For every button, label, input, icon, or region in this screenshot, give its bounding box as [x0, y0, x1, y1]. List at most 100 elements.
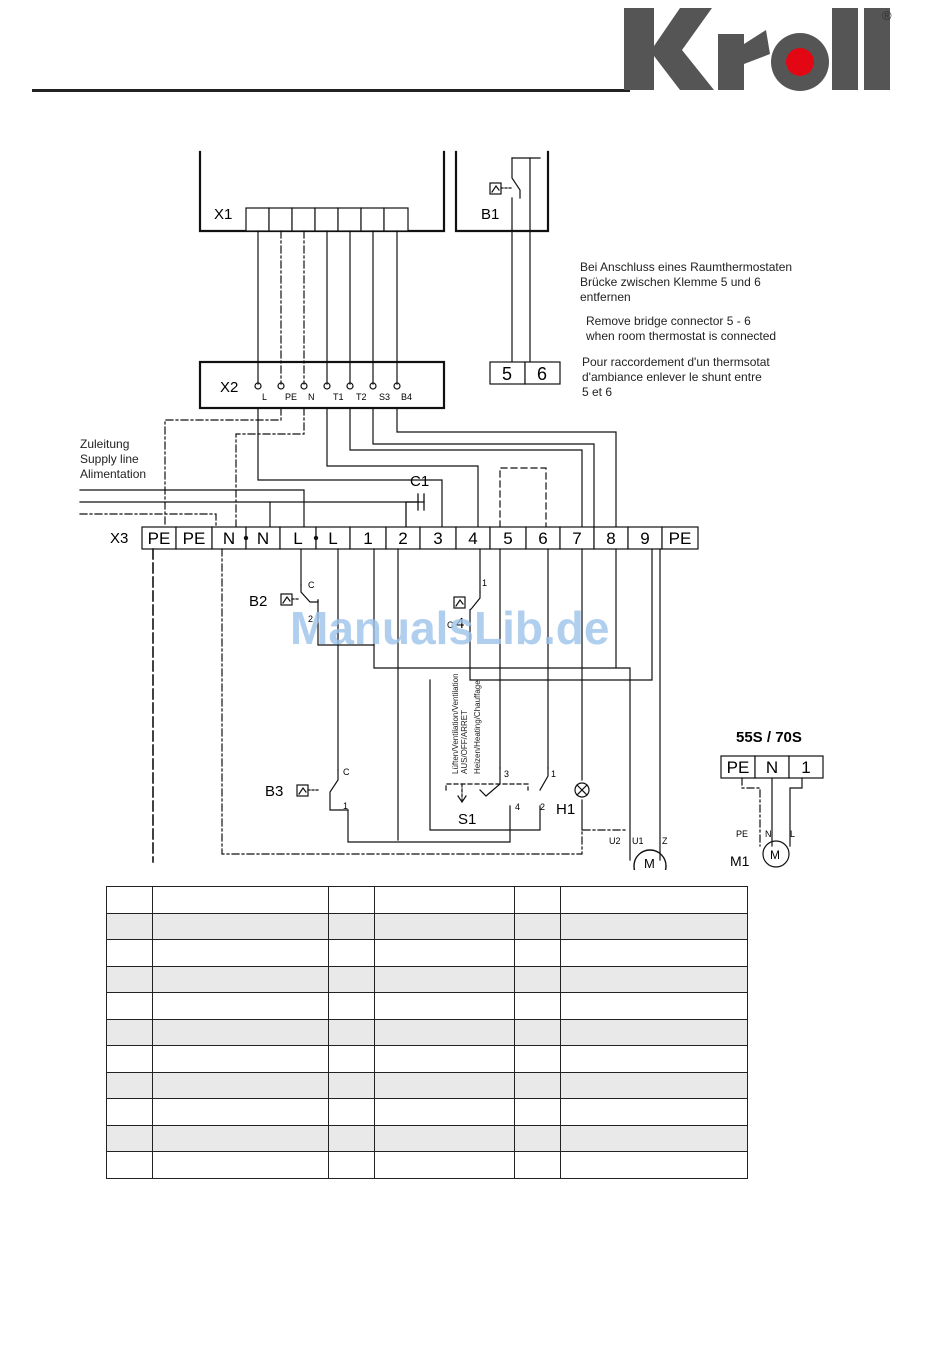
svg-text:Heizen/Heating/Chauffage: Heizen/Heating/Chauffage: [473, 680, 482, 774]
svg-text:Lüften/Ventilation/Ventilation: Lüften/Ventilation/Ventilation: [451, 673, 460, 774]
svg-text:1: 1: [363, 529, 372, 548]
svg-text:B4: B4: [401, 392, 412, 402]
x2-pin-labels: L PE N T1 T2 S3 B4: [262, 392, 412, 402]
legend-cell: [514, 1071, 561, 1099]
b4-thermostat: [453, 591, 481, 611]
legend-cell: [560, 1071, 748, 1099]
note-de-2: Brücke zwischen Klemme 5 und 6: [580, 275, 761, 289]
svg-text:N: N: [257, 529, 269, 548]
svg-text:U1: U1: [632, 836, 644, 846]
legend-cell: [514, 1018, 561, 1046]
legend-cell: [374, 1045, 515, 1073]
legend-cell: [514, 886, 561, 914]
logo-letters: [624, 8, 890, 91]
legend-cell: [152, 1071, 329, 1099]
kroll-logo: ®: [624, 8, 892, 91]
legend-cell: [374, 912, 515, 940]
legend-cell: [328, 1098, 375, 1126]
x1-x2-wires: [257, 230, 398, 385]
legend-cell: [560, 886, 748, 914]
legend-cell: [374, 1151, 515, 1179]
svg-text:AUS/OFF/ARRET: AUS/OFF/ARRET: [460, 710, 469, 774]
legend-cell: [152, 992, 329, 1020]
model-title: 55S / 70S: [736, 729, 802, 746]
note-en-1: Remove bridge connector 5 - 6: [586, 314, 751, 328]
bridge-note: Bei Anschluss eines Raumthermostaten Brü…: [580, 260, 792, 399]
legend-cell: [106, 1071, 153, 1099]
model-wires: [741, 777, 803, 868]
legend-row: [106, 1018, 748, 1046]
b1-leads: [511, 157, 541, 363]
legend-cell: [106, 1098, 153, 1126]
legend-cell: [374, 992, 515, 1020]
legend-cell: [106, 886, 153, 914]
svg-text:4: 4: [515, 802, 520, 812]
legend-row: [106, 1071, 748, 1099]
legend-row: [106, 1151, 748, 1179]
model-terminal-labels: PE N 1: [727, 758, 811, 777]
svg-text:N: N: [765, 829, 772, 839]
b2-label: B2: [249, 593, 267, 610]
legend-cell: [328, 886, 375, 914]
legend-cell: [514, 965, 561, 993]
legend-cell: [514, 1124, 561, 1152]
legend-cell: [152, 886, 329, 914]
legend-cell: [328, 992, 375, 1020]
legend-cell: [328, 965, 375, 993]
svg-text:N: N: [308, 392, 315, 402]
legend-row: [106, 1045, 748, 1073]
svg-text:PE: PE: [148, 529, 171, 548]
svg-text:L: L: [328, 529, 337, 548]
legend-cell: [328, 939, 375, 967]
legend-cell: [106, 939, 153, 967]
x2-housing: [198, 360, 446, 410]
x3-terminal-strip: [141, 526, 699, 550]
legend-cell: [328, 1071, 375, 1099]
svg-text:N: N: [223, 529, 235, 548]
wiring-diagram: X1 B1 5 6 Bei Anschluss eines Raumthermo…: [79, 150, 824, 870]
legend-cell: [374, 965, 515, 993]
svg-text:PE: PE: [183, 529, 206, 548]
note-fr-1: Pour raccordement d'un thermsotat: [582, 355, 770, 369]
legend-cell: [374, 1098, 515, 1126]
legend-cell: [152, 912, 329, 940]
legend-cell: [560, 1098, 748, 1126]
legend-table: [106, 886, 748, 1179]
svg-text:1: 1: [801, 758, 810, 777]
motor-terminals: U2 U1 Z: [609, 836, 668, 846]
c1-capacitor: [269, 493, 425, 528]
svg-text:N: N: [766, 758, 778, 777]
svg-text:Z: Z: [662, 836, 668, 846]
legend-cell: [374, 1071, 515, 1099]
registered-mark: ®: [882, 8, 892, 23]
s1-rotated-labels: Lüften/Ventilation/Ventilation AUS/OFF/A…: [451, 673, 482, 774]
svg-text:PE: PE: [736, 829, 748, 839]
logo-red-dot: [786, 48, 814, 76]
neutral-return: [221, 548, 629, 855]
x2-pin-circles: [254, 382, 401, 390]
b4-label: 4: [456, 615, 464, 632]
b2-contact-2: 2: [308, 614, 313, 624]
watermark: ManualsLib.de: [290, 602, 609, 654]
legend-cell: [152, 1151, 329, 1179]
legend-cell: [514, 1045, 561, 1073]
legend-cell: [328, 1018, 375, 1046]
h1-label: H1: [556, 801, 575, 818]
svg-text:PE: PE: [727, 758, 750, 777]
legend-cell: [106, 1124, 153, 1152]
x1-terminal-strip: [245, 207, 409, 232]
x2-x3-wires: [164, 407, 617, 528]
svg-text:T1: T1: [333, 392, 344, 402]
svg-text:Zuleitung: Zuleitung: [80, 437, 129, 451]
svg-text:2: 2: [398, 529, 407, 548]
legend-cell: [152, 1045, 329, 1073]
legend-cell: [560, 939, 748, 967]
legend-cell: [374, 1124, 515, 1152]
s1-label: S1: [458, 811, 476, 828]
svg-text:L: L: [262, 392, 267, 402]
x3-bridge-dots: [243, 535, 319, 541]
b3-label: B3: [265, 783, 283, 800]
b1-housing: [454, 150, 550, 233]
legend-cell: [374, 939, 515, 967]
svg-text:7: 7: [572, 529, 581, 548]
